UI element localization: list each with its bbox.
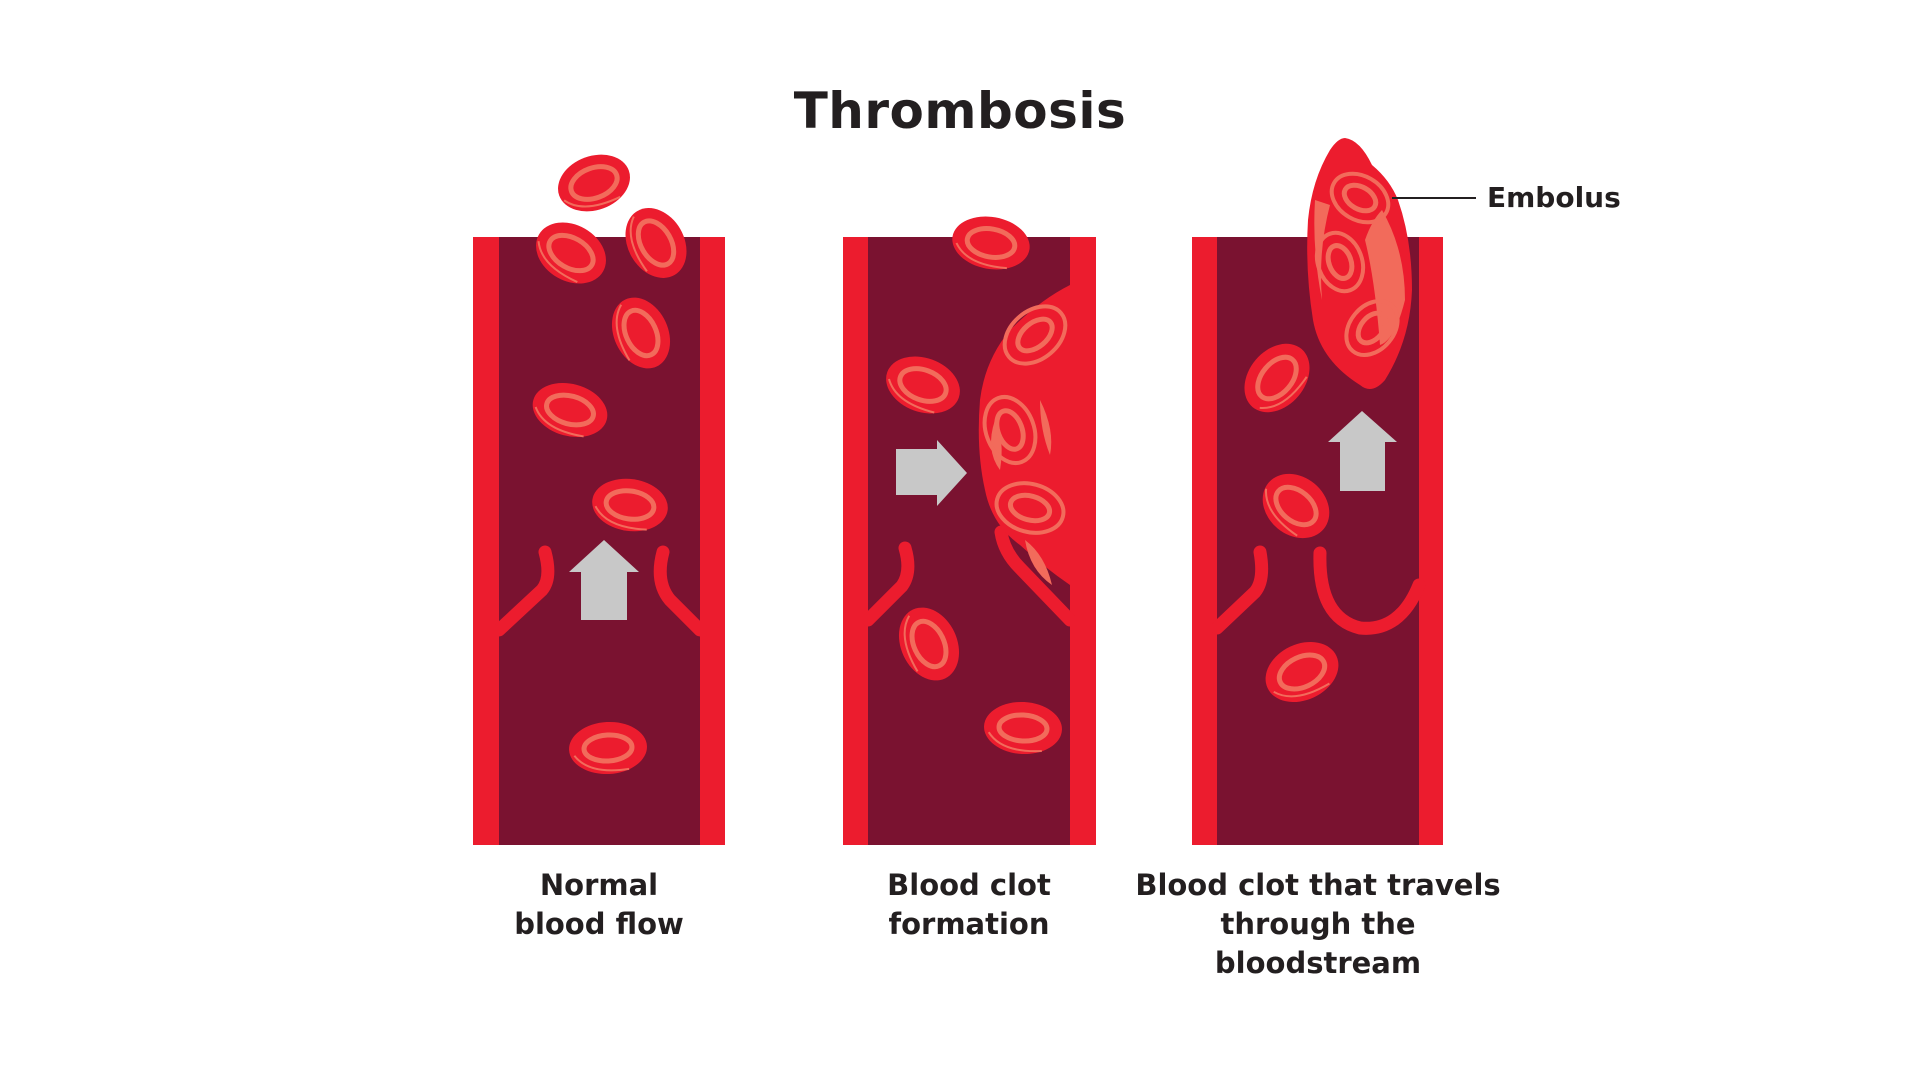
caption-line: Blood clot that travels	[1135, 868, 1501, 902]
red-blood-cell	[886, 356, 960, 414]
embolus-label: Embolus	[1487, 181, 1621, 214]
red-blood-cell	[592, 478, 668, 532]
red-blood-cell	[625, 208, 687, 278]
red-blood-cell	[898, 607, 960, 681]
caption-line: Normal	[539, 868, 659, 902]
red-blood-cells	[532, 154, 1339, 775]
red-blood-cell	[1262, 473, 1330, 539]
flow-arrow-right-icon	[896, 440, 967, 506]
vessel-embolus	[1192, 138, 1476, 845]
caption-clot-formation: Blood clot formation	[819, 866, 1119, 944]
vessel-normal	[473, 237, 725, 845]
caption-line: blood flow	[514, 907, 684, 941]
caption-normal: Normal blood flow	[449, 866, 749, 944]
flow-arrow-up-icon	[569, 540, 639, 620]
diagram-title: Thrombosis	[793, 82, 1127, 140]
caption-embolus: Blood clot that travels through the bloo…	[1118, 866, 1518, 983]
red-blood-cell	[952, 216, 1030, 270]
caption-line: through the bloodstream	[1214, 907, 1422, 980]
red-blood-cell	[569, 721, 647, 775]
red-blood-cell	[984, 701, 1062, 755]
red-blood-cell	[611, 297, 671, 369]
caption-line: Blood clot	[887, 868, 1051, 902]
flow-arrow-up-icon	[1328, 411, 1397, 491]
red-blood-cell	[536, 222, 606, 284]
red-blood-cell	[532, 383, 608, 438]
caption-line: formation	[888, 907, 1050, 941]
red-blood-cell	[558, 154, 630, 212]
red-blood-cell	[1244, 343, 1310, 413]
red-blood-cell	[1265, 641, 1339, 703]
vessel-clot-formation	[843, 237, 1096, 845]
